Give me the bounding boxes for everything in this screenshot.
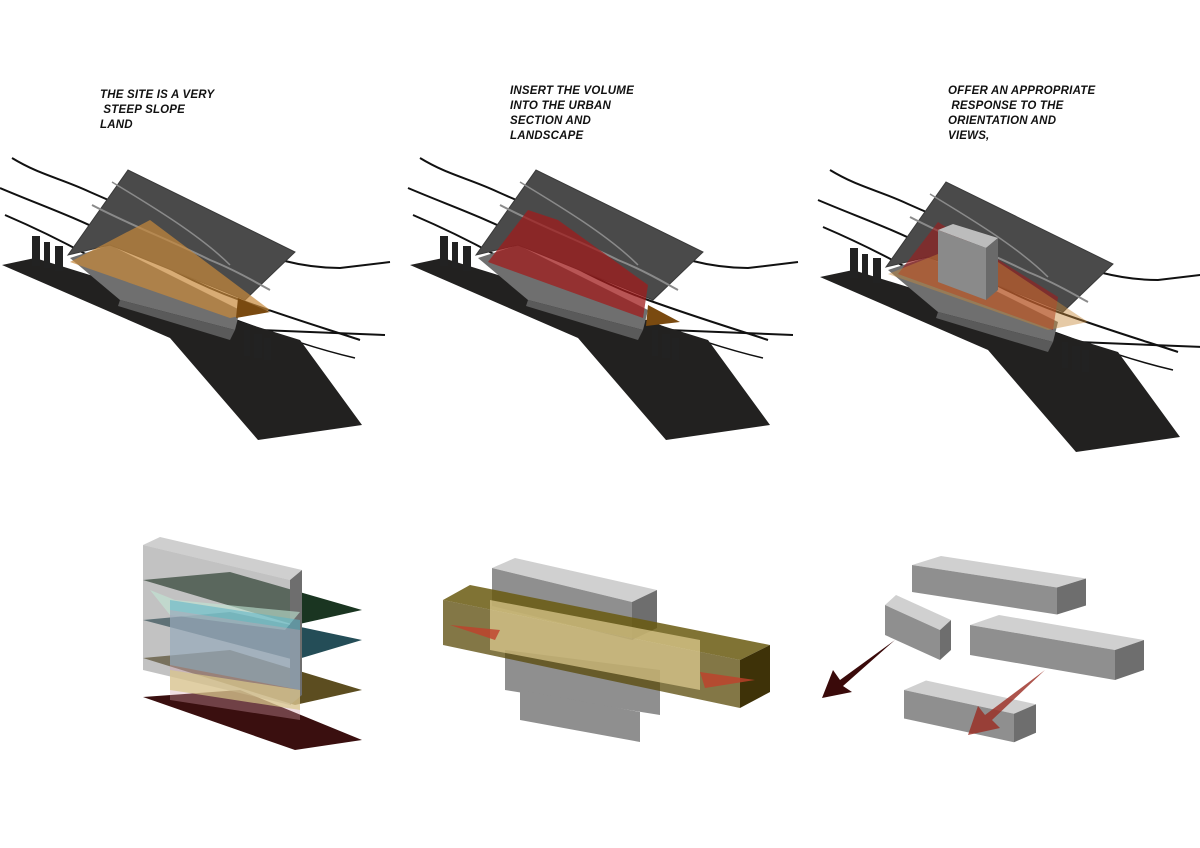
red-volume xyxy=(488,210,648,318)
arrow-left xyxy=(450,625,500,640)
base-block xyxy=(520,690,640,742)
caption-step-3: OFFER AN APPROPRIATE RESPONSE TO THE ORI… xyxy=(948,85,1096,142)
caption-step-2: INSERT THE VOLUME INTO THE URBAN SECTION… xyxy=(510,85,634,142)
tower-front xyxy=(938,230,986,300)
plane-dark-red xyxy=(143,690,362,750)
sand-band xyxy=(170,670,300,710)
volume-diagram-3 xyxy=(822,556,1144,743)
block-top xyxy=(492,558,657,602)
volume-diagram-1 xyxy=(143,537,362,750)
block-top xyxy=(143,537,302,580)
caption-step-1: THE SITE IS A VERY STEEP SLOPE LAND xyxy=(100,89,215,131)
bar-highlight xyxy=(490,600,700,690)
orange-volume xyxy=(70,220,270,318)
bar-side xyxy=(740,645,770,708)
site-diagram-3 xyxy=(817,169,1200,453)
view-arrow-down xyxy=(968,670,1045,735)
arrow-right xyxy=(700,672,755,688)
glass-front xyxy=(170,600,300,690)
view-arrow-left xyxy=(822,640,895,698)
site-diagram-1 xyxy=(0,157,391,441)
tower-top xyxy=(938,224,998,248)
volume-diagram-2 xyxy=(443,558,770,742)
orange-wedge xyxy=(236,298,270,318)
orange-wedge xyxy=(646,305,680,326)
site-diagram-2 xyxy=(407,157,799,441)
tower-side xyxy=(986,238,998,300)
